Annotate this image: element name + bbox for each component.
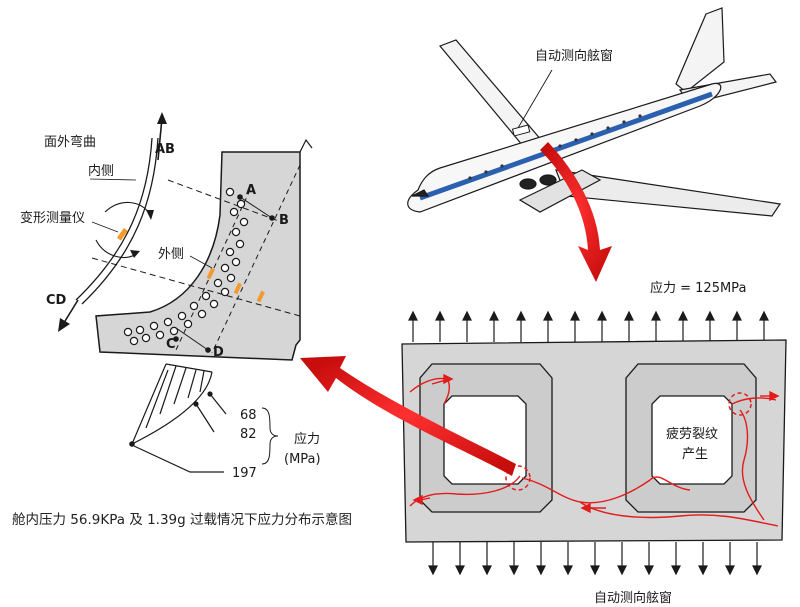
label-d: D bbox=[213, 345, 224, 360]
caption: 舱内压力 56.9KPa 及 1.39g 过载情况下应力分布示意图 bbox=[12, 511, 352, 528]
label-inner: 内侧 bbox=[88, 163, 114, 179]
window-corner-detail bbox=[91, 138, 313, 361]
airplane bbox=[407, 7, 782, 217]
skin-plate bbox=[95, 151, 301, 361]
bending-beam bbox=[58, 112, 213, 332]
label-gauge: 变形测量仪 bbox=[20, 210, 85, 226]
value-68: 68 bbox=[240, 408, 257, 423]
strain-gauges bbox=[206, 267, 265, 303]
label-mpa: (MPa) bbox=[284, 452, 321, 467]
label-outer: 外侧 bbox=[158, 247, 184, 262]
arrow-to-panel bbox=[540, 142, 612, 282]
airplane-window-label: 自动测向舷窗 bbox=[535, 48, 613, 64]
label-stress: 应力 bbox=[294, 431, 320, 447]
airplane-windows bbox=[468, 114, 642, 180]
value-197: 197 bbox=[232, 466, 257, 481]
panel-bottom-label: 自动测向舷窗 bbox=[594, 590, 672, 606]
panel-stress-label: 应力 = 125MPa bbox=[650, 280, 746, 296]
label-bending: 面外弯曲 bbox=[44, 134, 96, 150]
skin-panel bbox=[401, 310, 787, 576]
label-a: A bbox=[246, 183, 256, 198]
label-ab: AB bbox=[155, 142, 175, 157]
label-cd: CD bbox=[46, 293, 67, 308]
stress-profile bbox=[131, 363, 227, 473]
value-82: 82 bbox=[240, 427, 257, 442]
crack-label-line2: 产生 bbox=[682, 447, 708, 462]
label-c: C bbox=[166, 337, 176, 352]
arrow-to-detail bbox=[300, 356, 516, 476]
label-b: B bbox=[279, 213, 289, 228]
crack-label-line1: 疲劳裂纹 bbox=[666, 426, 718, 442]
rivet-holes bbox=[123, 187, 249, 346]
